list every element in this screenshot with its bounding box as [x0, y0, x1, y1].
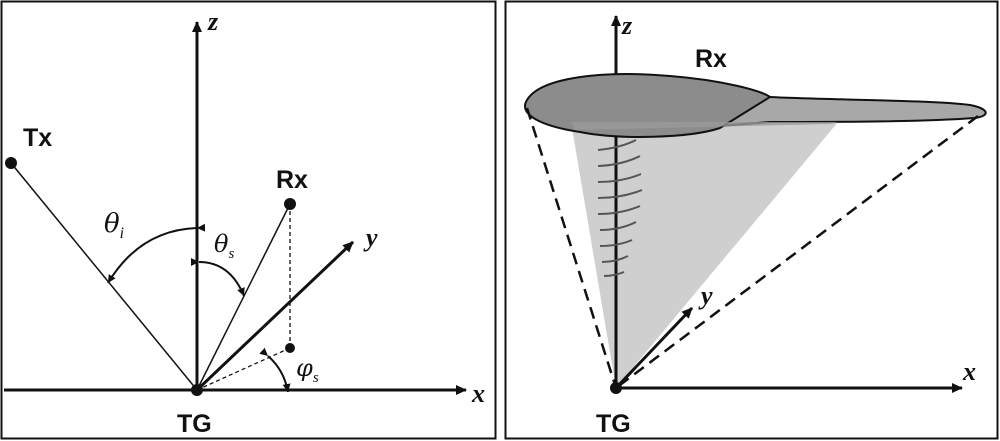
right-rx-label: Rx — [695, 45, 727, 73]
tg-point — [191, 384, 203, 396]
right-tg-label: TG — [596, 410, 631, 438]
theta-s-arc — [190, 257, 245, 297]
rx-projection-ground-line — [196, 347, 291, 391]
theta-s-label: θs — [214, 230, 234, 262]
phi-s-arc — [259, 347, 291, 393]
y-axis-label: y — [363, 223, 378, 252]
right-panel-border — [504, 0, 999, 440]
footprint-ellipse — [524, 73, 772, 138]
right-x-axis-label: x — [962, 357, 976, 386]
left-panel-border — [0, 0, 497, 440]
theta-i-arc — [107, 223, 206, 284]
left-panel: z x y Tx Rx θi θs φs — [0, 0, 497, 440]
tx-point — [5, 157, 17, 169]
z-axis-label: z — [207, 7, 219, 36]
right-panel: z x y Rx TG — [504, 0, 999, 440]
cone-boundary-left — [525, 107, 618, 389]
phi-s-label: φs — [296, 354, 319, 386]
right-tg-point — [610, 382, 622, 394]
footprint-cone-overlay — [571, 122, 838, 130]
rx-scatter-line — [196, 203, 291, 391]
x-axis-label: x — [471, 379, 485, 408]
theta-i-label: θi — [104, 209, 124, 242]
tx-label: Tx — [23, 124, 52, 152]
scattered-wave-arcs — [597, 139, 643, 277]
scattering-cone — [571, 122, 838, 388]
right-y-axis-label: y — [698, 281, 713, 310]
right-y-axis — [614, 306, 694, 390]
right-z-axis-label: z — [621, 11, 633, 40]
rx-label: Rx — [276, 166, 308, 194]
y-axis — [195, 240, 355, 392]
tx-incidence-line — [10, 162, 198, 391]
tg-label: TG — [177, 410, 212, 438]
